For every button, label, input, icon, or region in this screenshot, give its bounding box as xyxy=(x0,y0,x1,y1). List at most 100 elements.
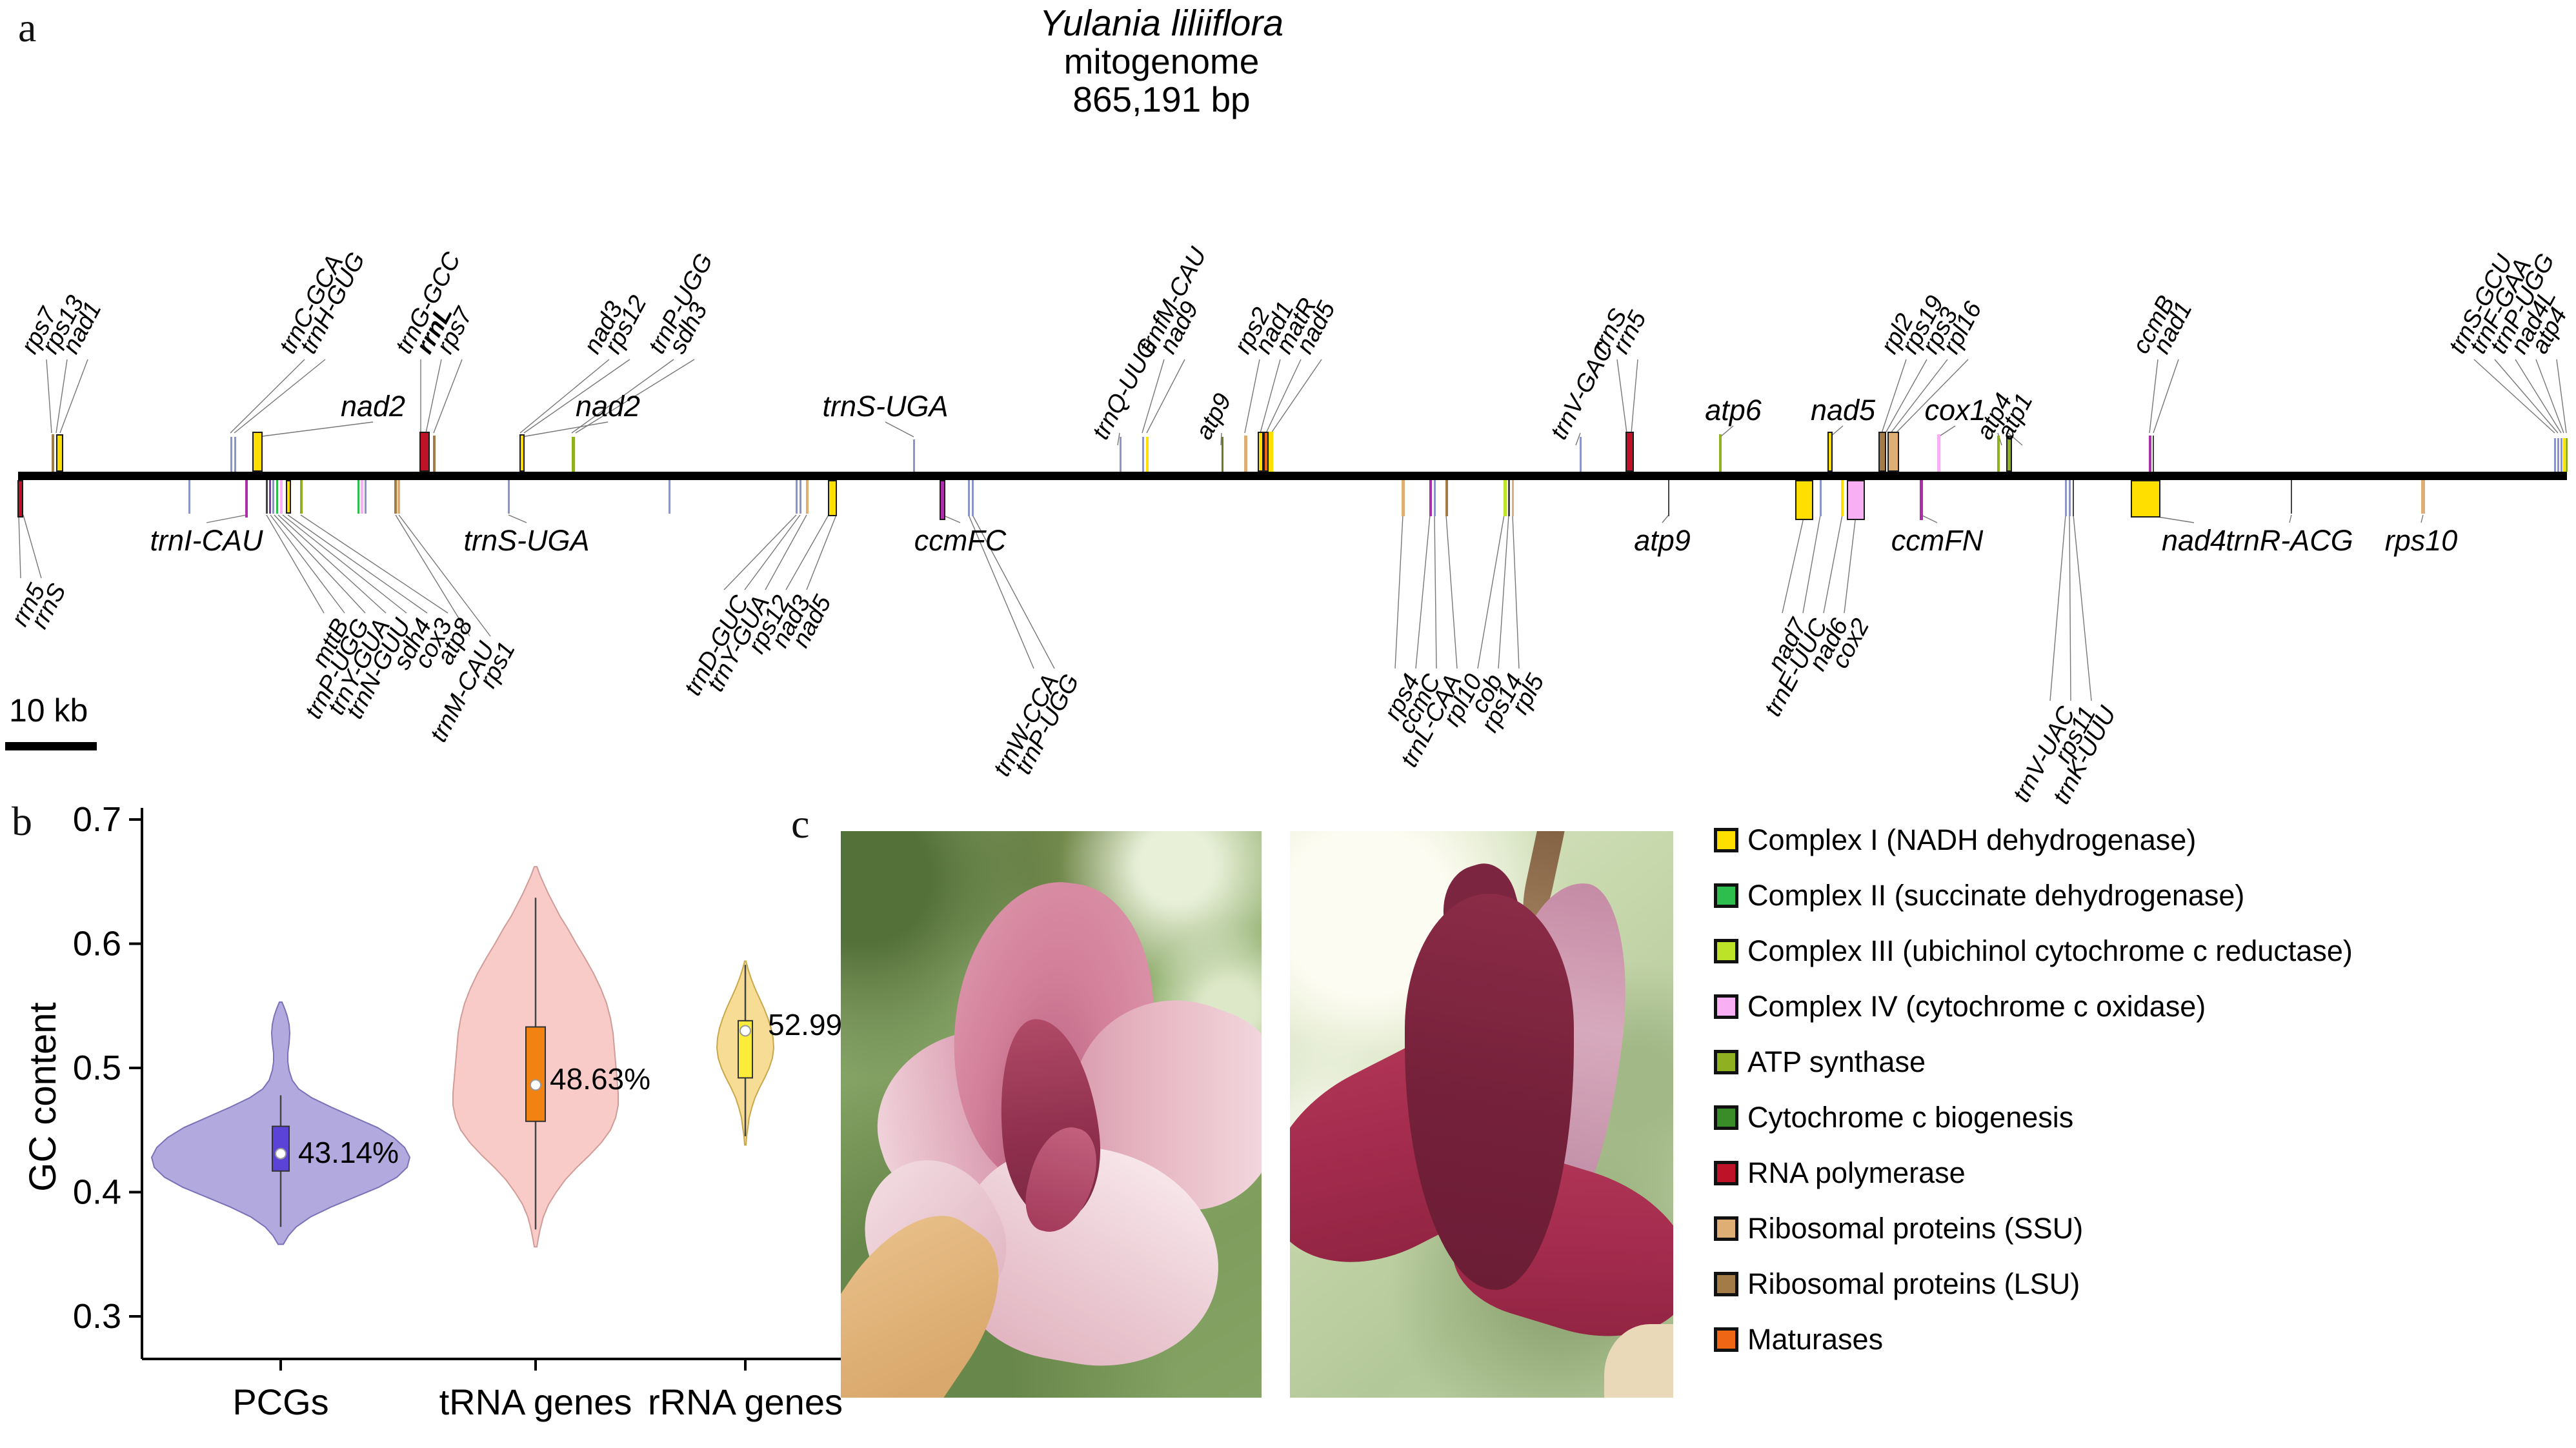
gene-feature xyxy=(433,436,436,472)
gene-feature xyxy=(2566,438,2568,472)
y-tick-label: 0.4 xyxy=(73,1173,121,1212)
gene-label: nad2 xyxy=(575,390,641,423)
legend-item: Ribosomal proteins (SSU) xyxy=(1714,1212,2083,1245)
legend-item: Complex IV (cytochrome c oxidase) xyxy=(1714,990,2206,1023)
scale-bar xyxy=(5,742,97,750)
legend-item: Ribosomal proteins (LSU) xyxy=(1714,1267,2080,1300)
gene-feature xyxy=(252,432,263,472)
gene-feature xyxy=(266,480,268,514)
median-dot xyxy=(530,1079,541,1091)
gene-feature xyxy=(1997,436,2000,472)
gene-feature xyxy=(2554,438,2556,472)
y-axis-title: GC content xyxy=(22,1002,64,1191)
y-tick-label: 0.7 xyxy=(73,800,121,839)
gene-feature xyxy=(357,480,359,514)
gene-feature xyxy=(1827,432,1833,472)
gene-feature xyxy=(56,434,63,472)
gene-label: ccmFC xyxy=(914,524,1007,557)
gene-feature xyxy=(972,480,974,516)
legend-swatch xyxy=(1714,1161,1738,1185)
gene-feature xyxy=(280,480,283,514)
legend-item: Complex I (NADH dehydrogenase) xyxy=(1714,823,2197,856)
gene-feature xyxy=(1402,480,1405,516)
gene-feature xyxy=(1504,480,1507,516)
median-dot xyxy=(740,1025,751,1037)
gene-feature xyxy=(1795,480,1813,520)
gene-feature xyxy=(397,480,400,514)
gene-label: ccmFN xyxy=(1891,524,1984,557)
legend-swatch xyxy=(1714,939,1738,963)
panel-letter-b: b xyxy=(12,798,32,844)
gene-feature xyxy=(234,437,236,472)
gene-label: trnI-CAU xyxy=(150,524,263,557)
gene-feature xyxy=(1887,432,1899,472)
gene-label: trnS-UGA xyxy=(822,390,949,423)
gene-feature xyxy=(2006,436,2012,472)
gene-feature xyxy=(2291,480,2292,514)
gene-feature xyxy=(2561,438,2562,472)
category-label: rRNA genes xyxy=(648,1382,843,1422)
gene-label: nad5 xyxy=(1810,394,1876,427)
legend-swatch xyxy=(1714,828,1738,852)
gene-feature xyxy=(669,480,670,514)
gene-feature xyxy=(1263,432,1269,472)
gene-label: atp9 xyxy=(1190,388,1237,444)
legend-item: Complex II (succinate dehydrogenase) xyxy=(1714,879,2244,912)
gene-label: nad2 xyxy=(340,390,406,423)
legend-swatch xyxy=(1714,1216,1738,1241)
gene-feature xyxy=(188,480,190,514)
gene-feature xyxy=(508,480,510,514)
title-mitogenome: mitogenome xyxy=(1063,41,1260,82)
legend-item: RNA polymerase xyxy=(1714,1156,1966,1189)
gene-feature xyxy=(245,480,248,518)
gene-feature xyxy=(2153,436,2154,472)
legend-swatch xyxy=(1714,1327,1738,1352)
value-label: 48.63% xyxy=(550,1062,650,1096)
legend-label: RNA polymerase xyxy=(1747,1156,1966,1189)
gene-feature xyxy=(1668,480,1669,516)
gene-feature xyxy=(2557,438,2559,472)
gene-feature xyxy=(272,480,274,514)
gene-feature xyxy=(519,434,525,472)
legend-label: Complex III (ubichinol cytochrome c redu… xyxy=(1747,934,2353,967)
legend-label: Complex IV (cytochrome c oxidase) xyxy=(1747,990,2206,1023)
gene-feature xyxy=(1625,432,1634,472)
gene-feature xyxy=(361,480,363,514)
gene-feature xyxy=(276,480,278,514)
gene-feature xyxy=(2073,480,2074,516)
gene-feature xyxy=(419,432,430,472)
gene-label: atp6 xyxy=(1705,394,1762,427)
gene-feature xyxy=(1920,480,1923,520)
gene-feature xyxy=(394,480,397,514)
y-tick-label: 0.5 xyxy=(73,1049,121,1087)
gene-feature xyxy=(2065,480,2067,516)
gene-feature xyxy=(1258,432,1263,472)
legend-item: ATP synthase xyxy=(1714,1045,1926,1078)
species-name: Yulania liliiflora xyxy=(1039,3,1284,44)
gene-feature xyxy=(796,480,798,514)
category-label: PCGs xyxy=(232,1382,328,1422)
gene-feature xyxy=(2563,438,2565,472)
connector-lines xyxy=(18,359,2567,701)
legend-label: ATP synthase xyxy=(1747,1045,1926,1078)
gene-feature xyxy=(1146,437,1149,472)
legend-swatch xyxy=(1714,1105,1738,1130)
gene-label: trnR-ACG xyxy=(2226,524,2353,557)
gene-feature xyxy=(940,480,945,520)
gene-feature xyxy=(1820,480,1822,516)
legend-swatch xyxy=(1714,1272,1738,1296)
gene-feature xyxy=(1512,480,1514,516)
gene-feature xyxy=(1847,480,1865,520)
legend-swatch xyxy=(1714,994,1738,1019)
category-label: tRNA genes xyxy=(439,1382,632,1422)
gene-feature xyxy=(2149,436,2151,472)
gene-feature xyxy=(1841,480,1844,516)
gene-feature xyxy=(1222,437,1223,472)
gene-label: cox1 xyxy=(1924,394,1986,427)
legend-label: Complex I (NADH dehydrogenase) xyxy=(1747,823,2197,856)
legend-item: Cytochrome c biogenesis xyxy=(1714,1101,2073,1134)
gene-feature xyxy=(1120,437,1122,472)
gene-feature xyxy=(968,480,970,516)
gene-feature xyxy=(1269,432,1273,472)
title-genome-size: 865,191 bp xyxy=(1072,79,1251,119)
